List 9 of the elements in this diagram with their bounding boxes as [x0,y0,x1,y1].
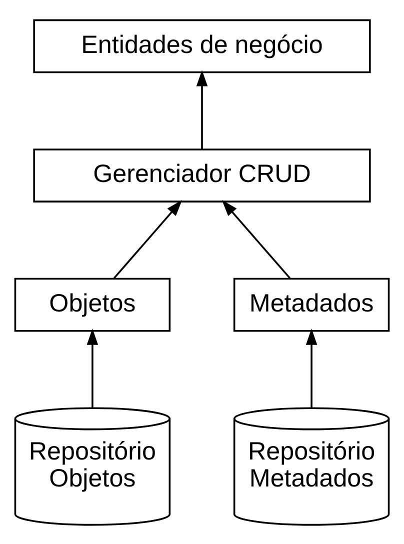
node-box: Metadados [233,277,390,332]
arrow [86,328,98,408]
arrow [306,328,318,408]
arrow [196,70,208,148]
node-box: Entidades de negócio [33,18,371,73]
arrow [113,200,182,278]
node-box: Gerenciador CRUD [33,148,371,202]
node-box: Objetos [14,277,171,332]
arrow [222,200,291,278]
